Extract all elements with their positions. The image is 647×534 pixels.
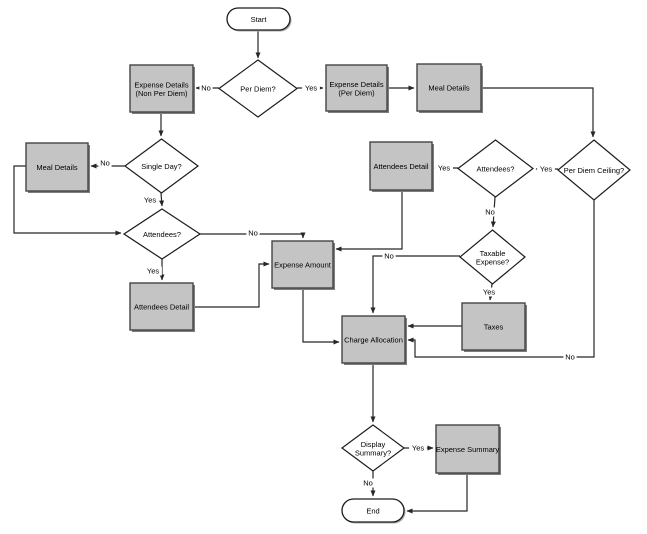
- node-label-taxes: Taxes: [484, 322, 504, 331]
- node-per_diem: Per Diem?: [217, 59, 299, 118]
- edge-label-bg: [483, 207, 497, 217]
- node-expense_details_per_diem: Expense Details(Per Diem): [325, 64, 389, 113]
- edge-attendees_left-to-expense_amount: [200, 232, 306, 239]
- process-box: [25, 142, 89, 192]
- node-label-end: End: [366, 506, 379, 515]
- process-box: [369, 141, 433, 191]
- edge-label-bg: [144, 266, 162, 276]
- edge-per_diem_ceiling-to-charge_allocation: [407, 200, 595, 358]
- edge-attendees_detail_bottom-to-expense_amount: [193, 261, 270, 308]
- node-label-expense_details_per_diem: Expense Details(Per Diem): [329, 79, 383, 97]
- edge-label-no: No: [201, 84, 211, 93]
- decision-diamond: [457, 139, 534, 198]
- edge-label-bg: [563, 352, 577, 362]
- edge-label-no: No: [485, 208, 495, 217]
- edge-label-bg: [302, 83, 320, 93]
- edge-label-bg: [409, 443, 427, 453]
- edge-label-yes: Yes: [144, 196, 156, 205]
- edge-meal_details_left-to-attendees_left: [13, 165, 122, 236]
- node-attendees_detail_bottom: Attendees Detail: [129, 282, 195, 332]
- process-box: [341, 315, 406, 364]
- node-expense_summary: Expense Summary: [435, 424, 501, 475]
- edge-label-bg: [246, 228, 260, 238]
- edge-label-no: No: [565, 353, 575, 362]
- node-label-charge_allocation: Charge Allocation: [344, 335, 403, 344]
- node-label-expense_amount: Expense Amount: [274, 260, 332, 269]
- node-label-attendees_left: Attendees?: [143, 230, 181, 239]
- process-box: [461, 302, 526, 351]
- node-label-expense_summary: Expense Summary: [436, 445, 500, 454]
- node-label-meal_details_top: Meal Details: [428, 83, 470, 92]
- edge-label-yes: Yes: [483, 288, 495, 297]
- node-start: Start: [226, 7, 292, 32]
- decision-diamond: [217, 59, 299, 118]
- edge-label-no: No: [363, 479, 373, 488]
- node-attendees_left: Attendees?: [122, 208, 202, 260]
- edge-label-yes: Yes: [412, 444, 424, 453]
- process-box: [435, 424, 500, 474]
- node-attendees_detail_top: Attendees Detail: [369, 141, 434, 192]
- decision-diamond: [123, 138, 200, 194]
- edge-single_day-to-attendees_left: [159, 192, 165, 207]
- node-label-single_day: Single Day?: [141, 162, 181, 171]
- node-label-attendees_detail_top: Attendees Detail: [373, 162, 428, 171]
- edge-label-yes: Yes: [438, 164, 450, 173]
- process-box: [271, 240, 334, 289]
- edge-label-bg: [98, 158, 112, 168]
- node-label-expense_details_non_per_diem: Expense Details(Non Per Diem): [134, 80, 188, 98]
- node-single_day: Single Day?: [123, 138, 200, 194]
- edge-meal_details_top-to-per_diem_ceiling: [481, 87, 596, 138]
- node-label-meal_details_left: Meal Details: [36, 163, 78, 172]
- node-charge_allocation: Charge Allocation: [341, 315, 407, 365]
- process-box: [325, 64, 388, 112]
- edge-label-yes: Yes: [540, 165, 552, 174]
- edge-taxable_expense-to-charge_allocation: [370, 255, 460, 314]
- edge-label-no: No: [100, 159, 110, 168]
- node-meal_details_left: Meal Details: [25, 142, 90, 193]
- edge-label-bg: [361, 478, 375, 488]
- node-label-per_diem: Per Diem?: [240, 84, 275, 93]
- edge-label-bg: [199, 83, 213, 93]
- terminator-shape: [226, 7, 291, 31]
- edge-label-bg: [382, 251, 396, 261]
- terminator-shape: [341, 498, 405, 523]
- edge-expense_summary-to-end: [406, 473, 468, 514]
- edge-label-yes: Yes: [147, 267, 159, 276]
- node-end: End: [341, 498, 406, 524]
- edge-label-no: No: [248, 229, 258, 238]
- decision-diamond: [557, 139, 631, 201]
- process-box: [129, 282, 194, 331]
- edge-label-bg: [141, 195, 159, 205]
- decision-diamond: [340, 424, 406, 472]
- node-per_diem_ceiling: Per Diem Ceiling?: [557, 139, 631, 201]
- node-expense_details_non_per_diem: Expense Details(Non Per Diem): [129, 64, 195, 114]
- edge-expense_amount-to-charge_allocation: [302, 288, 340, 345]
- node-label-attendees_right: Attendees?: [477, 164, 515, 173]
- process-box: [416, 63, 482, 112]
- edge-label-bg: [435, 163, 453, 173]
- node-label-per_diem_ceiling: Per Diem Ceiling?: [564, 166, 624, 175]
- node-label-start: Start: [251, 15, 268, 24]
- edge-label-bg: [537, 164, 555, 174]
- node-meal_details_top: Meal Details: [416, 63, 483, 113]
- edge-label-no: No: [384, 252, 394, 261]
- node-label-attendees_detail_bottom: Attendees Detail: [134, 302, 189, 311]
- node-attendees_right: Attendees?: [457, 139, 534, 198]
- node-taxes: Taxes: [461, 302, 527, 352]
- process-box: [129, 64, 194, 113]
- decision-diamond: [122, 208, 202, 260]
- node-expense_amount: Expense Amount: [271, 240, 335, 290]
- decision-diamond: [459, 229, 526, 285]
- edge-label-yes: Yes: [305, 84, 317, 93]
- edge-attendees_detail_top-to-expense_amount: [335, 190, 403, 252]
- edge-label-bg: [480, 287, 498, 297]
